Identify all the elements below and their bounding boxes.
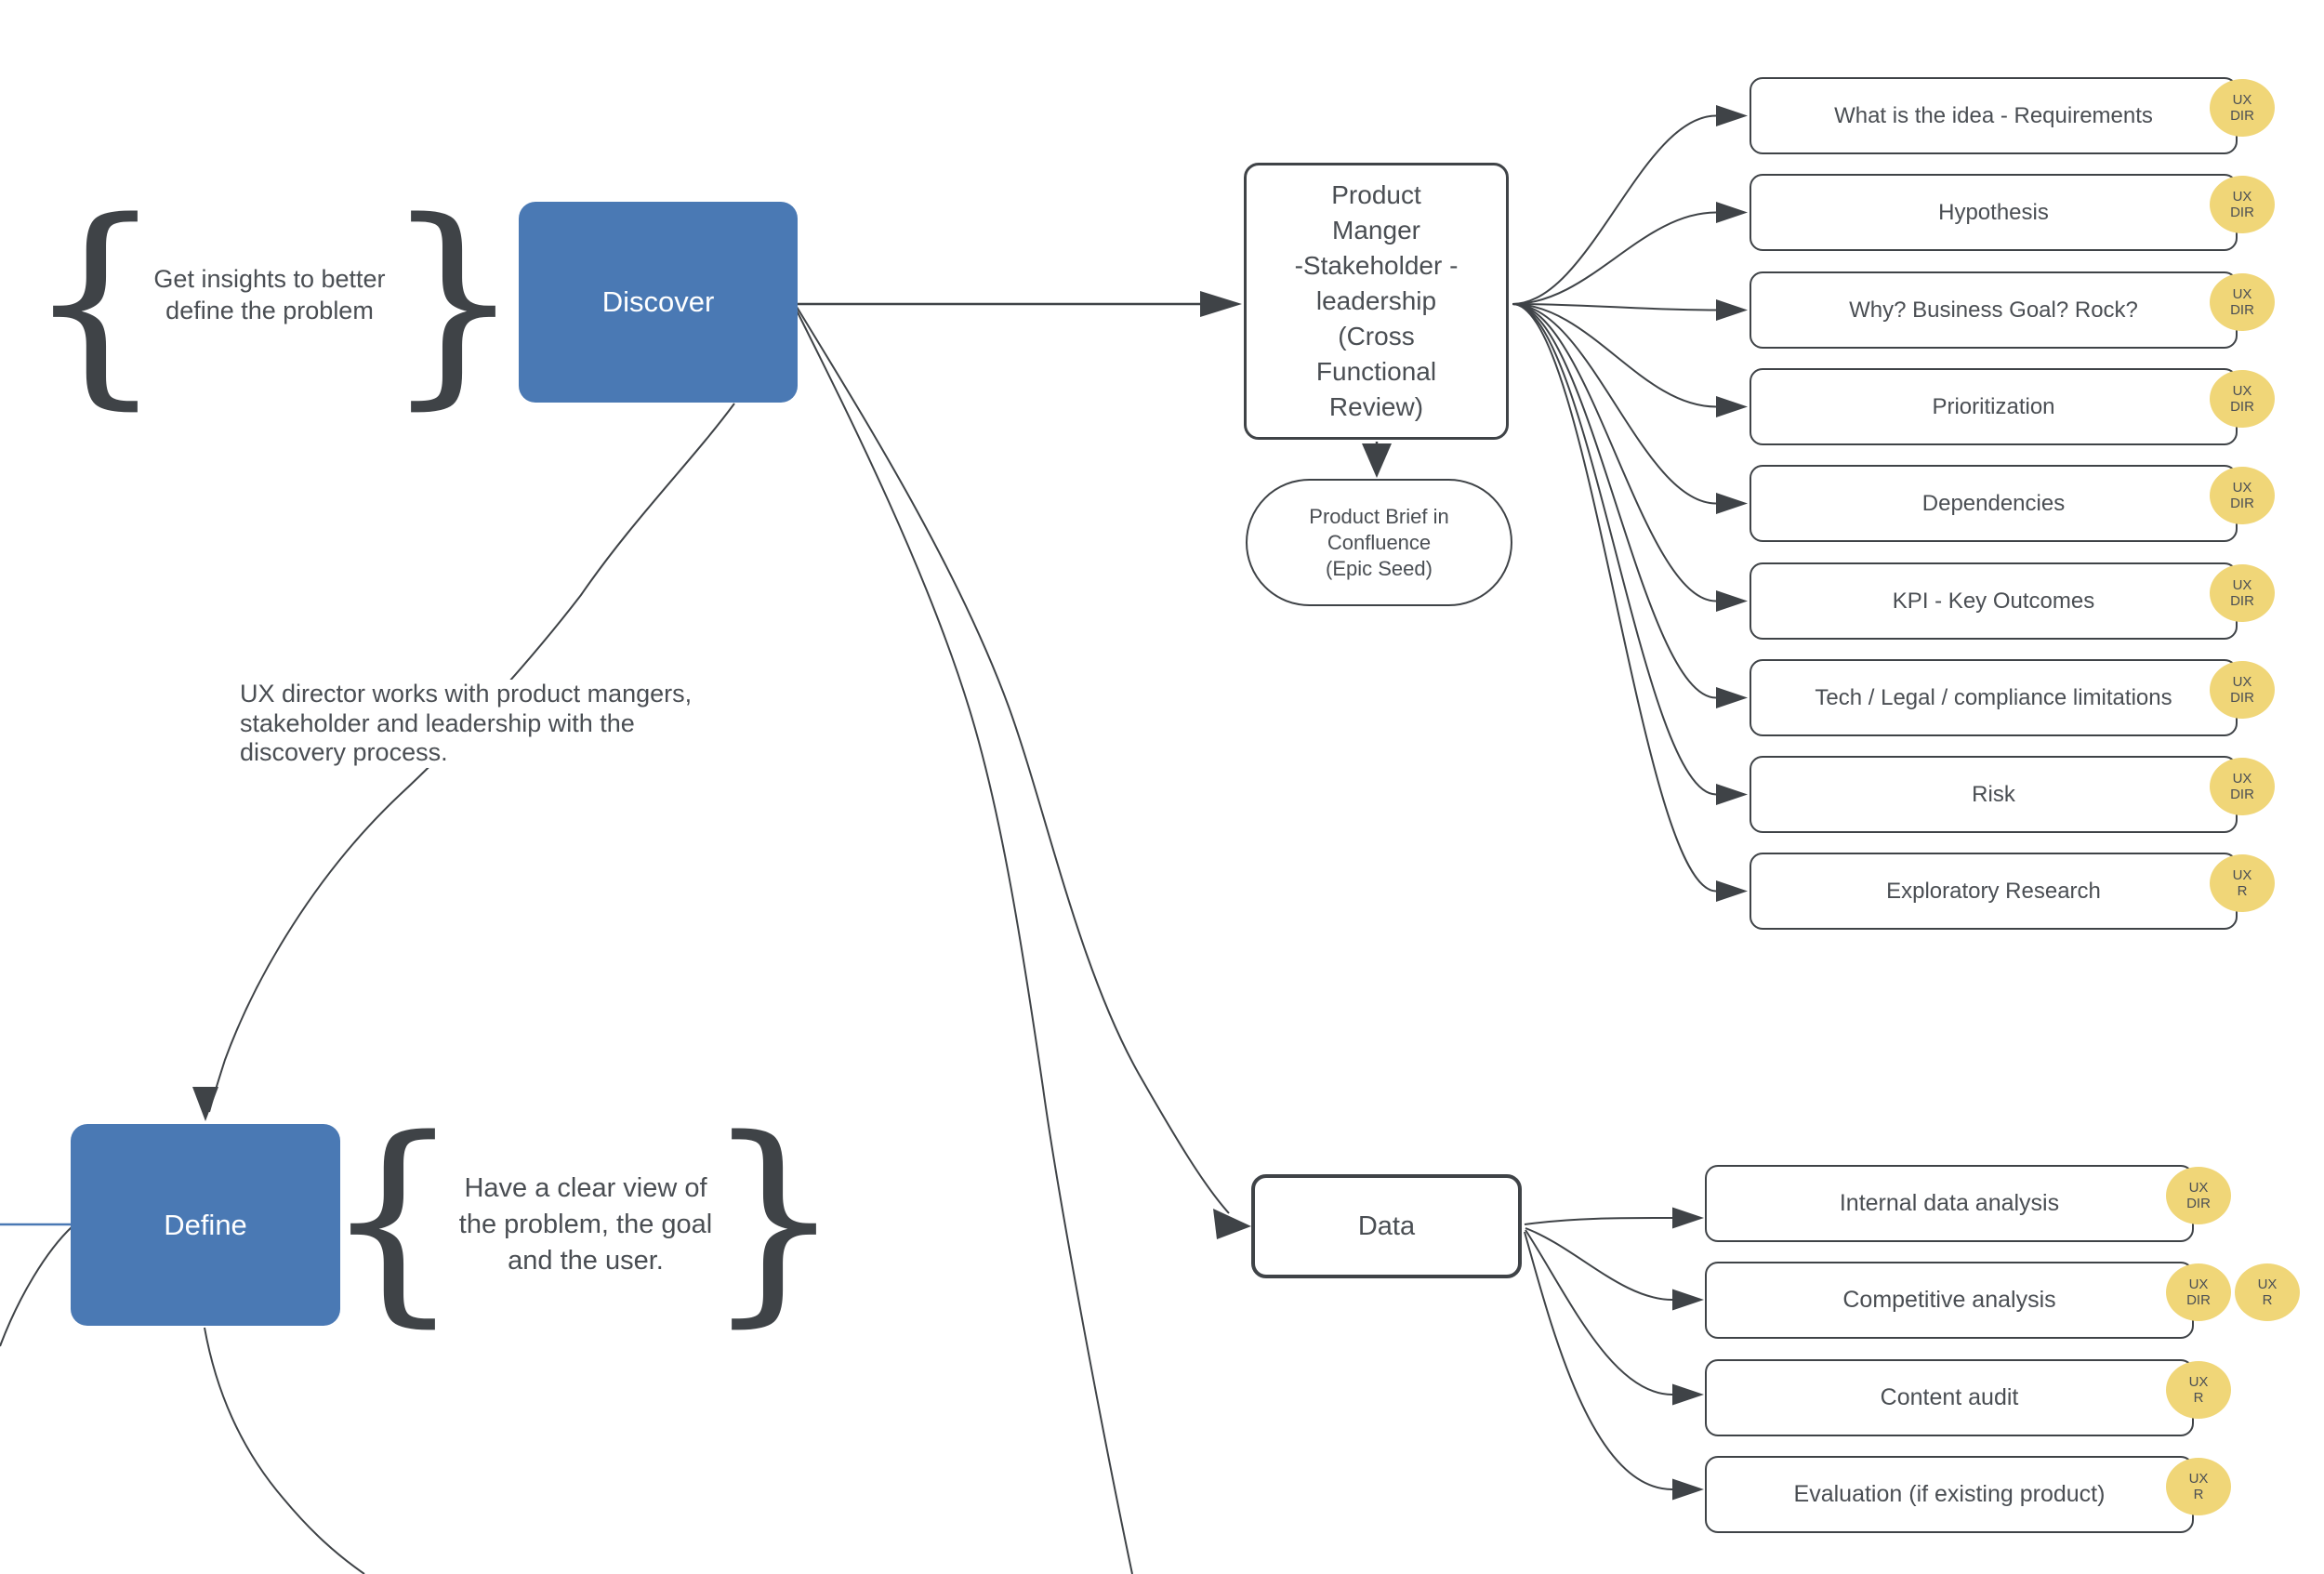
topic-label: Evaluation (if existing product) bbox=[1793, 1481, 2106, 1507]
arrowhead-data-topic-0-icon bbox=[1672, 1207, 1704, 1229]
product-brief-node[interactable]: Product Brief in Confluence (Epic Seed) bbox=[1246, 479, 1512, 606]
role-badge[interactable]: UX DIR bbox=[2210, 79, 2275, 137]
role-badge[interactable]: UX R bbox=[2166, 1458, 2231, 1515]
discover-node[interactable]: Discover bbox=[519, 202, 798, 403]
topic-node[interactable]: Competitive analysis bbox=[1705, 1262, 2194, 1339]
discover-note: Get insights to better define the proble… bbox=[153, 265, 386, 324]
connector-review-to-topic-7 bbox=[1512, 303, 1717, 796]
topic-node[interactable]: KPI - Key Outcomes bbox=[1750, 562, 2238, 640]
arrowhead-brief-icon bbox=[1362, 443, 1392, 478]
topic-label: Risk bbox=[1972, 781, 2015, 807]
topic-label: Competitive analysis bbox=[1842, 1287, 2056, 1313]
topic-node[interactable]: Exploratory Research bbox=[1750, 853, 2238, 930]
role-badge[interactable]: UX DIR bbox=[2210, 758, 2275, 815]
topic-node[interactable]: Risk bbox=[1750, 756, 2238, 833]
arrowhead-data-topic-2-icon bbox=[1672, 1383, 1704, 1406]
role-badge[interactable]: UX DIR bbox=[2210, 370, 2275, 428]
arrowhead-topic-4-icon bbox=[1716, 493, 1748, 514]
role-badge[interactable]: UX R bbox=[2210, 854, 2275, 912]
arrowhead-topic-6-icon bbox=[1716, 687, 1748, 708]
topic-label: Content audit bbox=[1880, 1384, 2019, 1410]
define-note: Have a clear view of the problem, the go… bbox=[458, 1173, 713, 1276]
topic-label: Prioritization bbox=[1932, 393, 2055, 419]
review-node[interactable]: Product Manger -Stakeholder - leadership… bbox=[1244, 163, 1509, 440]
connector-define-offscreen-left bbox=[0, 1225, 73, 1347]
arrowhead-data-icon bbox=[1213, 1209, 1251, 1239]
product-brief-node-label: Product Brief in Confluence (Epic Seed) bbox=[1309, 504, 1449, 580]
topic-label: Why? Business Goal? Rock? bbox=[1849, 297, 2138, 323]
topic-node[interactable]: Why? Business Goal? Rock? bbox=[1750, 271, 2238, 349]
topic-label: Hypothesis bbox=[1938, 199, 2049, 225]
connector-data-to-topic-2 bbox=[1525, 1229, 1673, 1395]
topic-label: Dependencies bbox=[1921, 490, 2066, 516]
connector-review-to-topic-8 bbox=[1512, 303, 1717, 893]
arrowhead-topic-8-icon bbox=[1716, 880, 1748, 902]
topic-node[interactable]: Content audit bbox=[1705, 1359, 2194, 1436]
connector-review-to-topic-5 bbox=[1512, 303, 1717, 602]
connector-define-offscreen-bottom bbox=[204, 1327, 365, 1574]
data-node-label: Data bbox=[1357, 1210, 1416, 1241]
data-node[interactable]: Data bbox=[1251, 1174, 1522, 1278]
topic-label: What is the idea - Requirements bbox=[1834, 102, 2153, 128]
connector-review-to-topic-6 bbox=[1512, 303, 1717, 699]
arrowhead-topic-7-icon bbox=[1716, 784, 1748, 805]
define-node-label: Define bbox=[164, 1208, 247, 1241]
role-badge[interactable]: UX DIR bbox=[2210, 273, 2275, 331]
topic-node[interactable]: Internal data analysis bbox=[1705, 1165, 2194, 1242]
role-badge[interactable]: UX DIR bbox=[2210, 176, 2275, 233]
topic-node[interactable]: Evaluation (if existing product) bbox=[1705, 1456, 2194, 1533]
topic-label: Internal data analysis bbox=[1839, 1190, 2060, 1216]
topic-node[interactable]: What is the idea - Requirements bbox=[1750, 77, 2238, 154]
arrowhead-define-icon bbox=[192, 1087, 218, 1121]
define-node[interactable]: Define bbox=[71, 1124, 340, 1326]
connector-review-to-topic-1 bbox=[1512, 211, 1717, 305]
role-badge[interactable]: UX R bbox=[2235, 1263, 2300, 1321]
connector-data-to-topic-3 bbox=[1524, 1231, 1673, 1490]
ux-director-annotation: UX director works with product mangers, … bbox=[240, 680, 746, 768]
arrowhead-data-topic-1-icon bbox=[1672, 1289, 1704, 1311]
role-badge[interactable]: UX DIR bbox=[2210, 564, 2275, 622]
role-badge[interactable]: UX DIR bbox=[2166, 1167, 2231, 1224]
connector-review-to-topic-0 bbox=[1512, 114, 1717, 305]
arrowhead-topic-3-icon bbox=[1716, 396, 1748, 417]
topic-label: KPI - Key Outcomes bbox=[1892, 588, 2095, 614]
role-badge[interactable]: UX DIR bbox=[2210, 467, 2275, 524]
connector-review-to-topic-4 bbox=[1512, 303, 1717, 505]
review-node-label: Product Manger -Stakeholder - leadership… bbox=[1294, 180, 1459, 421]
arrowhead-data-topic-3-icon bbox=[1672, 1478, 1704, 1501]
topic-label: Tech / Legal / compliance limitations bbox=[1815, 684, 2172, 710]
topic-label: Exploratory Research bbox=[1886, 878, 2101, 904]
connector-discover-to-data bbox=[796, 306, 1230, 1214]
discover-node-label: Discover bbox=[601, 285, 715, 318]
arrowhead-topic-2-icon bbox=[1716, 299, 1748, 321]
topic-node[interactable]: Prioritization bbox=[1750, 368, 2238, 445]
arrowhead-topic-0-icon bbox=[1716, 105, 1748, 126]
arrowhead-topic-1-icon bbox=[1716, 202, 1748, 223]
connector-discover-offscreen-bottom bbox=[796, 310, 1133, 1574]
connector-data-to-topic-0 bbox=[1524, 1217, 1673, 1225]
role-badge[interactable]: UX DIR bbox=[2166, 1263, 2231, 1321]
role-badge[interactable]: UX R bbox=[2166, 1361, 2231, 1419]
arrowhead-topic-5-icon bbox=[1716, 590, 1748, 612]
connector-review-to-topic-3 bbox=[1512, 303, 1717, 408]
topic-node[interactable]: Tech / Legal / compliance limitations bbox=[1750, 659, 2238, 736]
connector-review-to-topic-2 bbox=[1512, 303, 1717, 311]
connector-data-to-topic-1 bbox=[1525, 1227, 1673, 1301]
topic-node[interactable]: Hypothesis bbox=[1750, 174, 2238, 251]
arrowhead-review-icon bbox=[1200, 291, 1242, 317]
role-badge[interactable]: UX DIR bbox=[2210, 661, 2275, 719]
topic-node[interactable]: Dependencies bbox=[1750, 465, 2238, 542]
